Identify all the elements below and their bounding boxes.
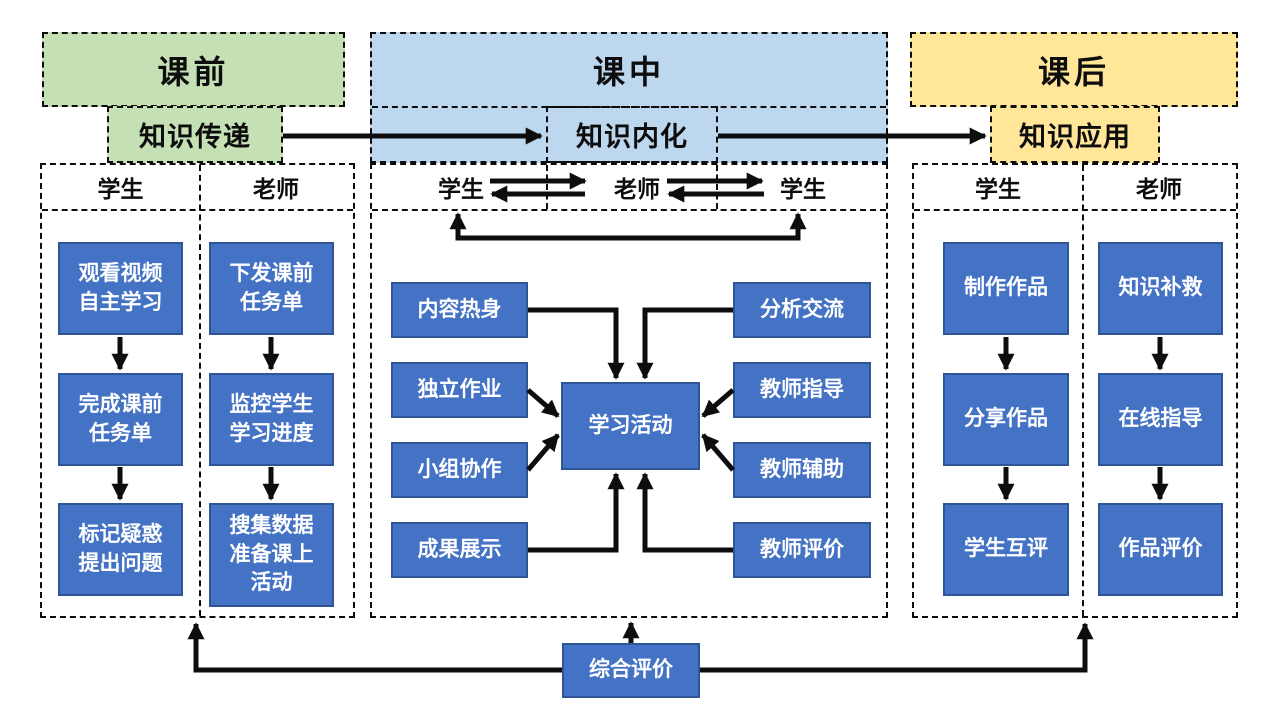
in-class-student-left-label: 学生 — [438, 176, 484, 202]
in-class-teacher-label: 老师 — [614, 176, 660, 202]
pre-class-student-label: 学生 — [97, 176, 144, 202]
step-work-evaluation: 作品评价 — [1098, 503, 1223, 596]
in-class-subcolumn-divider-left — [546, 165, 548, 209]
activity-independent-work: 独立作业 — [391, 362, 528, 418]
pre-class-teacher-label: 老师 — [253, 176, 299, 202]
activity-results-presentation: 成果展示 — [391, 522, 528, 578]
phase-header-pre-class: 课前 — [42, 32, 345, 107]
arrow-evaluation-to-preclass — [187, 622, 562, 673]
activity-group-collaboration: 小组协作 — [391, 442, 528, 498]
after-class-role-row-divider — [914, 209, 1236, 211]
activity-content-warmup: 内容热身 — [391, 282, 528, 338]
step-create-works: 制作作品 — [943, 242, 1069, 335]
arrow-evaluation-to-afterclass — [700, 622, 1094, 673]
pre-class-column-divider — [199, 165, 201, 616]
activity-analysis-communication: 分析交流 — [733, 282, 871, 338]
step-mark-doubts-raise-questions: 标记疑惑 提出问题 — [58, 503, 183, 596]
step-online-guidance: 在线指导 — [1098, 373, 1223, 466]
in-class-role-row-divider — [372, 209, 886, 211]
step-monitor-student-progress: 监控学生 学习进度 — [209, 373, 334, 466]
activity-teacher-evaluation: 教师评价 — [733, 522, 871, 578]
stage-knowledge-internalization: 知识内化 — [546, 106, 718, 163]
step-distribute-pre-class-task-list: 下发课前 任务单 — [209, 242, 334, 335]
pre-class-role-row-divider — [42, 209, 353, 211]
step-complete-pre-class-task-list: 完成课前 任务单 — [58, 373, 183, 466]
activity-teacher-guidance: 教师指导 — [733, 362, 871, 418]
phase-header-after-class: 课后 — [910, 32, 1238, 107]
step-knowledge-remediation: 知识补救 — [1098, 242, 1223, 335]
step-collect-data-prepare-activities: 搜集数据 准备课上 活动 — [209, 503, 334, 607]
after-class-column-divider — [1082, 165, 1084, 616]
phase-header-in-class: 课中 — [370, 32, 888, 163]
step-student-peer-review: 学生互评 — [943, 503, 1069, 596]
after-class-student-label: 学生 — [975, 176, 1021, 202]
activity-learning-activities: 学习活动 — [561, 382, 700, 470]
comprehensive-evaluation-box: 综合评价 — [562, 643, 700, 698]
step-share-works: 分享作品 — [943, 373, 1069, 466]
step-watch-video-self-study: 观看视频 自主学习 — [58, 242, 183, 335]
in-class-subcolumn-divider-right — [716, 165, 718, 209]
stage-knowledge-application: 知识应用 — [990, 106, 1160, 163]
in-class-student-right-label: 学生 — [780, 176, 826, 202]
stage-knowledge-transfer: 知识传递 — [107, 106, 283, 163]
after-class-teacher-label: 老师 — [1136, 176, 1182, 202]
activity-teacher-assistance: 教师辅助 — [733, 442, 871, 498]
